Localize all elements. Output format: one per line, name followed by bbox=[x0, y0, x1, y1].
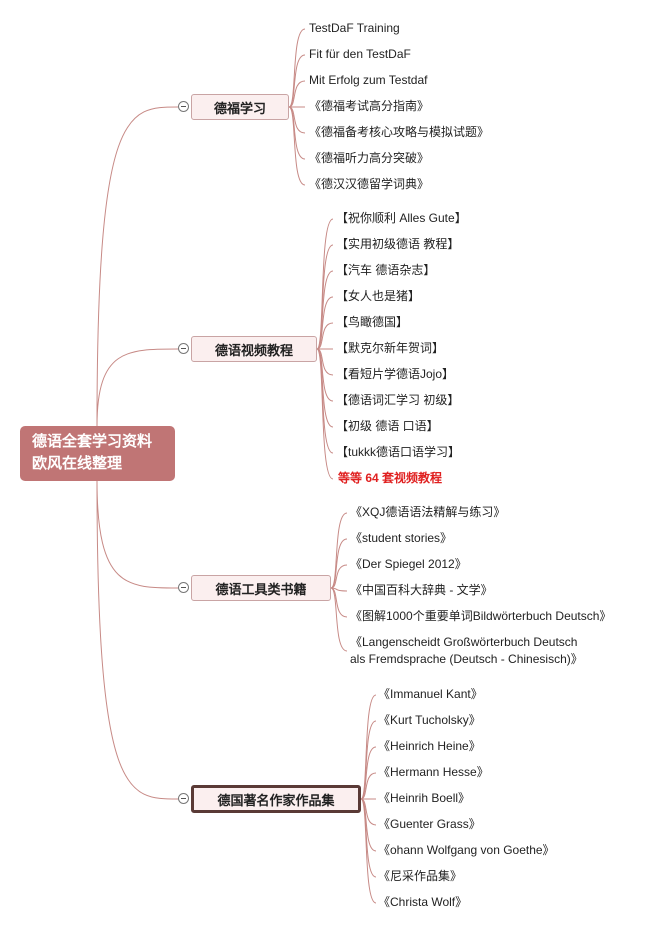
collapse-toggle-icon[interactable] bbox=[178, 101, 189, 112]
branch-label: 德语工具类书籍 bbox=[215, 581, 307, 597]
root-connector-2 bbox=[96, 480, 179, 589]
leaf-item[interactable]: Fit für den TestDaF bbox=[309, 47, 411, 61]
leaf-connector-3-3 bbox=[360, 772, 377, 800]
leaf-item[interactable]: TestDaF Training bbox=[309, 21, 400, 35]
collapse-toggle-icon[interactable] bbox=[178, 343, 189, 354]
leaf-item[interactable]: 《中国百科大辞典 - 文学》 bbox=[350, 583, 493, 597]
leaf-connector-1-9 bbox=[316, 348, 334, 454]
collapse-toggle-icon[interactable] bbox=[178, 793, 189, 804]
leaf-item[interactable]: 《ohann Wolfgang von Goethe》 bbox=[378, 843, 555, 857]
leaf-item[interactable]: 《Heinrich Heine》 bbox=[378, 739, 481, 753]
leaf-item[interactable]: 《Guenter Grass》 bbox=[378, 817, 481, 831]
leaf-item[interactable]: 《XQJ德语语法精解与练习》 bbox=[350, 505, 506, 519]
leaf-item[interactable]: 《尼采作品集》 bbox=[378, 869, 463, 883]
branch-topic-famous-authors[interactable]: 德国著名作家作品集 bbox=[191, 785, 361, 813]
branch-label: 德语视频教程 bbox=[214, 342, 293, 358]
leaf-item[interactable]: 《Heinrih Boell》 bbox=[378, 791, 471, 805]
leaf-item[interactable]: 《德福备考核心攻略与模拟试题》 bbox=[309, 125, 490, 139]
leaf-connector-2-2 bbox=[330, 564, 348, 589]
leaf-item[interactable]: 【汽车 德语杂志】 bbox=[336, 263, 436, 277]
leaf-item[interactable]: 《德福听力高分突破》 bbox=[309, 151, 430, 165]
root-connector-0 bbox=[96, 106, 179, 427]
leaf-item[interactable]: 《Der Spiegel 2012》 bbox=[350, 557, 467, 571]
leaf-item-line: als Fremdsprache (Deutsch - Chinesisch)》 bbox=[350, 652, 583, 666]
leaf-item[interactable]: 【tukkk德语口语学习】 bbox=[336, 445, 461, 459]
leaf-item-highlight[interactable]: 等等 64 套视频教程 bbox=[338, 471, 443, 485]
collapse-toggle-icon[interactable] bbox=[178, 582, 189, 593]
leaf-item-multiline[interactable]: 《Langenscheidt Großwörterbuch Deutsch al… bbox=[350, 634, 620, 668]
leaf-connector-1-4 bbox=[316, 322, 334, 350]
leaf-connector-1-10 bbox=[316, 348, 334, 480]
root-connector-3 bbox=[96, 480, 179, 800]
leaf-item[interactable]: 《Hermann Hesse》 bbox=[378, 765, 489, 779]
leaf-item[interactable]: 【实用初级德语 教程】 bbox=[336, 237, 460, 251]
leaf-item[interactable]: 【初级 德语 口语】 bbox=[336, 419, 439, 433]
leaf-connector-2-1 bbox=[330, 538, 348, 589]
root-topic-line-2: 欧风在线整理 bbox=[32, 455, 123, 472]
leaf-item[interactable]: 【看短片学德语Jojo】 bbox=[336, 367, 455, 381]
leaf-item[interactable]: 《Kurt Tucholsky》 bbox=[378, 713, 481, 727]
root-topic[interactable]: 德语全套学习资料 欧风在线整理 bbox=[20, 426, 175, 481]
leaf-item[interactable]: 《德汉汉德留学词典》 bbox=[309, 177, 430, 191]
leaf-item[interactable]: 《德福考试高分指南》 bbox=[309, 99, 430, 113]
leaf-connector-1-1 bbox=[316, 244, 334, 350]
leaf-item[interactable]: 【德语词汇学习 初级】 bbox=[336, 393, 460, 407]
leaf-item-line: 《Langenscheidt Großwörterbuch Deutsch bbox=[350, 635, 578, 649]
branch-topic-video-tutorials[interactable]: 德语视频教程 bbox=[191, 336, 317, 362]
leaf-item[interactable]: 【默克尔新年贺词】 bbox=[336, 341, 445, 355]
leaf-item[interactable]: 【鸟瞰德国】 bbox=[336, 315, 409, 329]
leaf-connector-0-2 bbox=[288, 80, 306, 108]
leaf-item[interactable]: 《Christa Wolf》 bbox=[378, 895, 468, 909]
branch-label: 德福学习 bbox=[213, 100, 266, 116]
leaf-item[interactable]: 【祝你顺利 Alles Gute】 bbox=[336, 211, 467, 225]
branch-label: 德国著名作家作品集 bbox=[217, 792, 335, 808]
leaf-connector-3-8 bbox=[360, 798, 377, 904]
leaf-item[interactable]: Mit Erfolg zum Testdaf bbox=[309, 73, 428, 87]
leaf-connector-3-0 bbox=[360, 694, 377, 800]
leaf-item[interactable]: 【女人也是猪】 bbox=[336, 289, 421, 303]
leaf-connector-2-5 bbox=[330, 587, 348, 652]
leaf-connector-0-6 bbox=[288, 106, 306, 186]
branch-topic-tool-books[interactable]: 德语工具类书籍 bbox=[191, 575, 331, 601]
leaf-item[interactable]: 《student stories》 bbox=[350, 531, 453, 545]
leaf-item[interactable]: 《Immanuel Kant》 bbox=[378, 687, 483, 701]
root-topic-line-1: 德语全套学习资料 bbox=[32, 433, 153, 450]
branch-topic-testdaf[interactable]: 德福学习 bbox=[191, 94, 289, 120]
root-connector-1 bbox=[96, 348, 179, 427]
leaf-item[interactable]: 《图解1000个重要单词Bildwörterbuch Deutsch》 bbox=[350, 609, 612, 623]
